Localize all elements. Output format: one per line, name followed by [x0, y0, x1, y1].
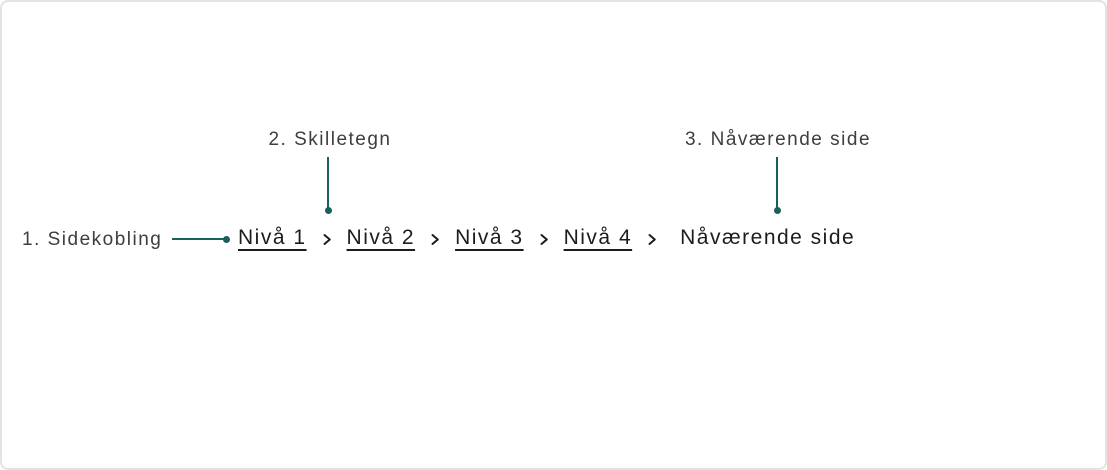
chevron-right-icon: [648, 233, 656, 245]
breadcrumb: Nivå 1 Nivå 2 Nivå 3 Nivå 4 Nåværende si…: [238, 225, 855, 251]
annotation-separator-label: 2. Skilletegn: [268, 129, 392, 150]
connector-line-current-page: [776, 157, 778, 210]
breadcrumb-link-level-1[interactable]: Nivå 1: [238, 226, 307, 249]
connector-dot-separator: [324, 206, 332, 214]
connector-dot-current-page: [773, 206, 781, 214]
breadcrumb-link-level-4[interactable]: Nivå 4: [563, 226, 633, 249]
breadcrumb-link-level-2[interactable]: Nivå 2: [346, 226, 416, 249]
chevron-right-icon: [323, 233, 331, 245]
breadcrumb-link-level-3[interactable]: Nivå 3: [455, 226, 524, 249]
annotation-page-link-label: 1. Sidekobling: [22, 229, 163, 250]
chevron-right-icon: [431, 233, 439, 245]
chevron-right-icon: [540, 233, 548, 245]
annotation-current-page-label: 3. Nåværende side: [684, 129, 872, 150]
breadcrumb-current-page: Nåværende side: [680, 226, 856, 249]
connector-dot-page-link: [223, 235, 230, 243]
connector-line-separator: [327, 157, 329, 210]
connector-line-page-link: [172, 238, 226, 240]
